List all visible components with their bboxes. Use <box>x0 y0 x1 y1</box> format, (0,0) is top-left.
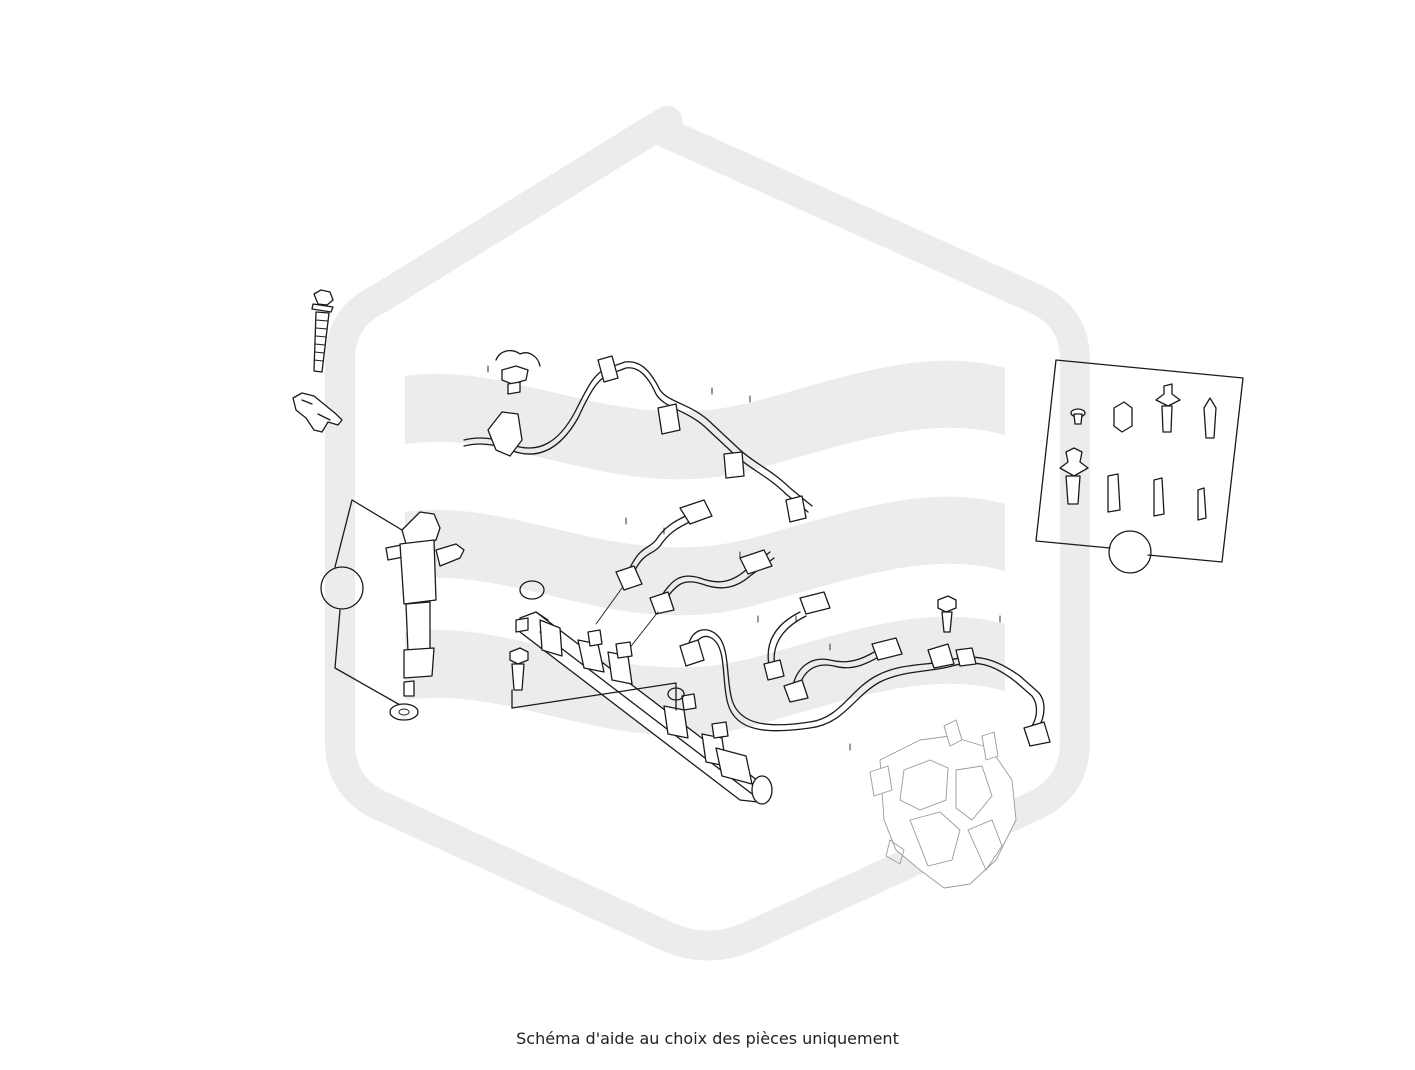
fittings-kit-icon <box>1035 359 1244 574</box>
hexagon-wave-logo-icon <box>325 106 1090 961</box>
o-ring-icon <box>519 580 685 701</box>
return-line-harness-icon <box>463 355 813 523</box>
diagram-caption: Schéma d'aide au choix des pièces unique… <box>516 1029 899 1048</box>
reference-ticks <box>487 365 1001 751</box>
high-pressure-pump-icon <box>869 719 1017 889</box>
high-pressure-pipe-icon <box>679 629 1051 747</box>
parts-diagram <box>292 106 1244 961</box>
injector-pipe-icon <box>595 499 903 703</box>
clip-icon <box>495 349 541 395</box>
injector-washer-icon <box>389 703 419 721</box>
injector-clamp-icon <box>292 392 343 433</box>
bolt-long-icon <box>311 289 334 373</box>
rail-bolt-icon <box>509 595 957 709</box>
fuel-injector-icon <box>320 499 465 706</box>
fuel-rail-icon <box>511 611 773 805</box>
